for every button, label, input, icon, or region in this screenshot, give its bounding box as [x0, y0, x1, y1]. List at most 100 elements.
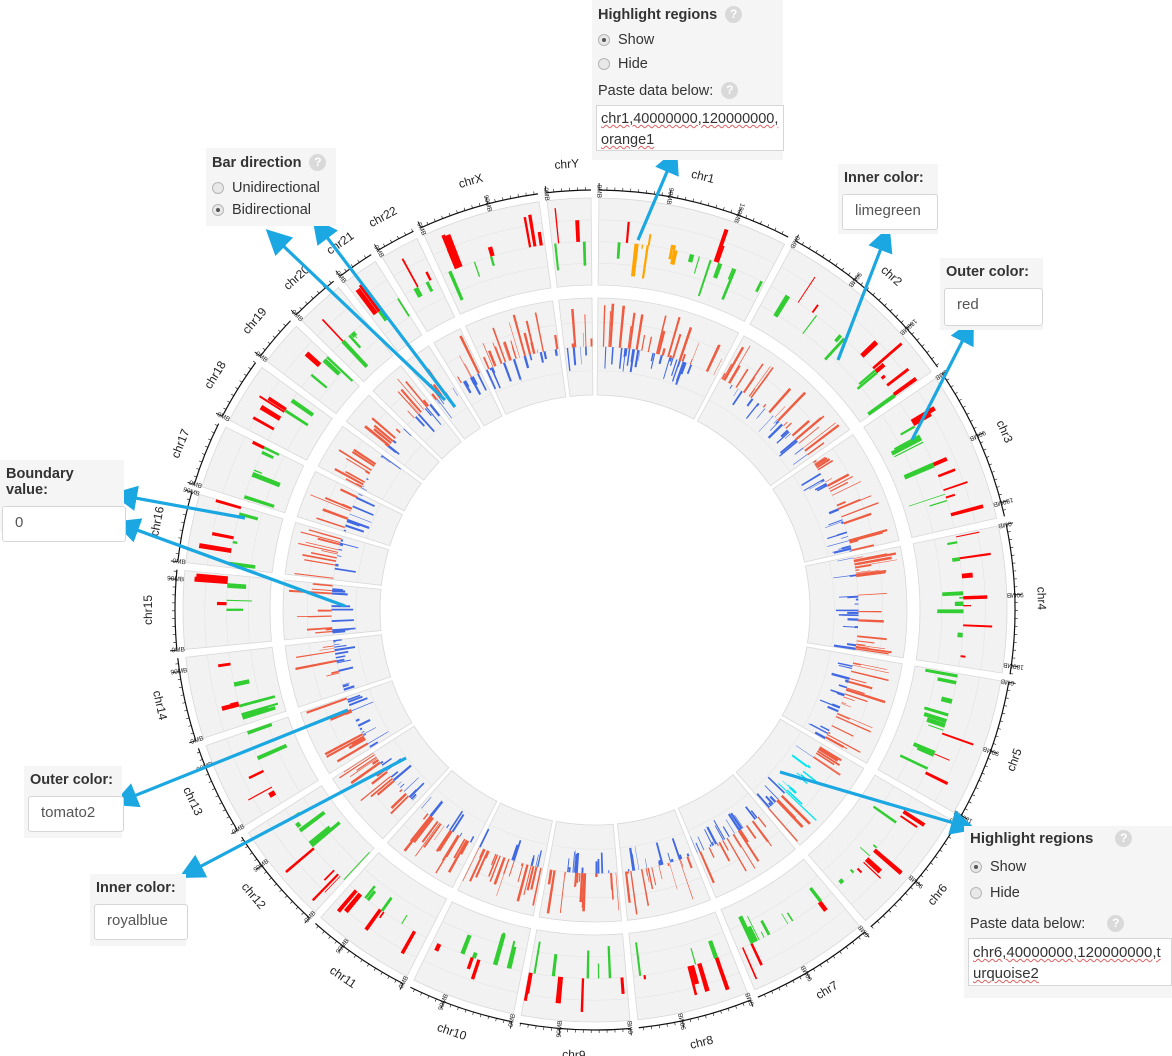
- inner-bar: [764, 785, 779, 800]
- ideogram-tick: [231, 393, 234, 396]
- inner-bar: [554, 349, 558, 356]
- radio-unselected-icon[interactable]: [212, 182, 224, 194]
- inner-color-input[interactable]: royalblue: [94, 904, 188, 940]
- grid-line: [822, 785, 894, 872]
- inner-bar: [575, 852, 580, 873]
- radio-hide[interactable]: Hide: [970, 885, 1166, 901]
- ideogram-arc: [339, 254, 372, 277]
- inner-bar: [446, 824, 450, 829]
- grid-line: [552, 845, 616, 850]
- inner-bar: [658, 865, 663, 880]
- ideogram-tick: [420, 992, 423, 996]
- radio-show[interactable]: Show: [970, 859, 1166, 875]
- ideogram-arc: [1005, 524, 1016, 675]
- tick-label: 90MB: [482, 194, 493, 212]
- radio-selected-icon[interactable]: [212, 204, 224, 216]
- grid-line: [363, 868, 437, 919]
- ideogram-arc: [960, 682, 1010, 817]
- inner-bar: [779, 440, 798, 457]
- inner-bar: [559, 871, 566, 914]
- help-icon[interactable]: ?: [309, 154, 327, 171]
- outer-color-input[interactable]: red: [944, 288, 1043, 326]
- paste-data-textarea[interactable]: chr1,40000000,120000000,orange1: [596, 105, 784, 151]
- ideogram-tick: [815, 250, 818, 253]
- inner-bar: [502, 362, 512, 382]
- ideogram-tick: [948, 836, 952, 839]
- grid-line: [597, 370, 706, 398]
- inner-bar: [471, 376, 478, 386]
- inner-bar: [832, 547, 852, 553]
- inner-bar: [317, 537, 341, 546]
- paste-data-textarea[interactable]: chr6,40000000,120000000,turquoise2: [968, 938, 1172, 986]
- ideogram-tick: [774, 227, 777, 231]
- inner-bar: [733, 833, 756, 869]
- ideogram-arc: [410, 986, 512, 1023]
- outer-bar: [959, 596, 964, 599]
- chromosome-label: chr3: [994, 418, 1016, 445]
- help-icon[interactable]: ?: [725, 6, 743, 23]
- inner-bar: [833, 574, 857, 579]
- ideogram-tick: [231, 829, 238, 835]
- annotation-arrow: [779, 770, 977, 835]
- inner-bar: [773, 419, 778, 424]
- grid-line: [432, 940, 523, 972]
- grid-line: [458, 372, 482, 385]
- ideogram-tick: [509, 195, 512, 199]
- boundary-value-input[interactable]: 0: [2, 506, 126, 542]
- inner-bar: [345, 524, 365, 533]
- ideogram-tick: [998, 493, 1002, 496]
- radio-show[interactable]: Show: [598, 32, 777, 48]
- help-icon[interactable]: ?: [1115, 830, 1133, 847]
- inner-bar: [410, 793, 417, 800]
- inner-bar: [804, 424, 840, 452]
- inner-bar: [836, 501, 846, 507]
- radio-selected-icon[interactable]: [598, 34, 610, 46]
- inner-bar: [841, 521, 844, 525]
- outer-bar: [196, 573, 229, 580]
- outer-bar: [849, 868, 855, 874]
- ideogram-tick: [235, 387, 239, 390]
- annotation-arrow: [178, 756, 407, 878]
- radio-hide[interactable]: Hide: [598, 56, 777, 72]
- help-icon[interactable]: ?: [1107, 915, 1125, 932]
- help-icon[interactable]: ?: [721, 82, 739, 99]
- grid-line: [404, 445, 422, 466]
- outer-bar: [625, 221, 630, 243]
- inner-bar: [624, 348, 628, 357]
- inner-bar: [650, 352, 654, 362]
- inner-bar: [400, 388, 422, 413]
- inner-bar: [726, 837, 747, 872]
- grid-line: [308, 643, 322, 700]
- ideogram-tick: [848, 272, 851, 276]
- ideogram-tick: [866, 287, 870, 291]
- grid-line: [635, 972, 740, 999]
- inner-color-panel-bottom: Inner color: royalblue: [90, 874, 188, 946]
- radio-unselected-icon[interactable]: [970, 887, 982, 899]
- ideogram-tick: [495, 1018, 497, 1022]
- grid-line: [561, 321, 593, 325]
- inner-bar: [855, 569, 860, 572]
- ideogram-tick: [878, 297, 882, 301]
- inner-bar: [774, 406, 786, 418]
- ideogram-tick: [544, 185, 547, 193]
- chromosome-label: chr15: [141, 595, 155, 625]
- radio-unselected-icon[interactable]: [598, 58, 610, 70]
- ideogram-tick: [962, 405, 966, 408]
- grid-line: [746, 908, 846, 971]
- chromosome-label: chr14: [150, 689, 170, 722]
- inner-bar: [827, 531, 848, 540]
- inner-bar: [464, 363, 473, 378]
- grid-line: [373, 752, 417, 804]
- inner-bar: [335, 655, 346, 659]
- radio-selected-icon[interactable]: [970, 861, 982, 873]
- radio-bidirectional[interactable]: Bidirectional: [212, 202, 330, 218]
- outer-color-input[interactable]: tomato2: [28, 796, 124, 832]
- radio-unidirectional[interactable]: Unidirectional: [212, 180, 330, 196]
- grid-line: [845, 659, 879, 752]
- outer-bar: [470, 959, 481, 980]
- inner-color-input[interactable]: limegreen: [842, 194, 938, 230]
- inner-bar: [423, 823, 442, 848]
- inner-bar: [399, 783, 405, 788]
- outer-bar: [802, 315, 818, 335]
- ideogram-tick: [950, 385, 954, 388]
